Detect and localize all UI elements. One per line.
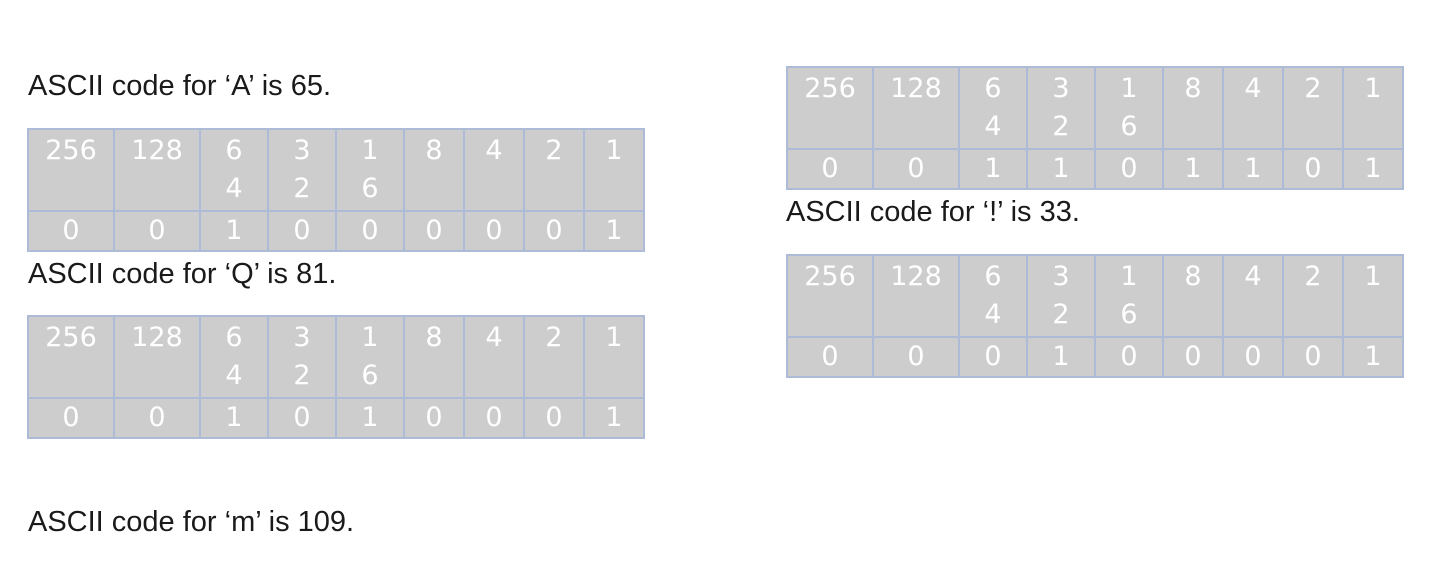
bit-cell: 1 (1162, 148, 1224, 190)
place-value-cell: 256 (27, 315, 115, 399)
bit-cell: 0 (1094, 336, 1164, 378)
bit-cell: 0 (1162, 336, 1224, 378)
caption-m: ASCII code for ‘m’ is 109. (28, 506, 355, 538)
place-value-cell: 256 (27, 128, 115, 212)
bit-cell: 0 (463, 210, 525, 252)
bit-cell: 0 (113, 210, 201, 252)
bit-cell: 1 (1342, 336, 1404, 378)
bit-cell: 0 (27, 397, 115, 439)
bit-cell: 0 (1222, 336, 1284, 378)
place-value-cell: 8 (403, 315, 465, 399)
place-value-cell: 256 (786, 254, 874, 338)
place-value-cell: 1 (583, 128, 645, 212)
bit-cell: 1 (1222, 148, 1284, 190)
place-value-cell: 128 (872, 254, 960, 338)
bit-cell: 0 (958, 336, 1028, 378)
bit-cell: 1 (958, 148, 1028, 190)
bit-cell: 0 (27, 210, 115, 252)
place-value-cell: 256 (786, 66, 874, 150)
place-value-cell: 2 (1282, 66, 1344, 150)
bit-cell: 0 (463, 397, 525, 439)
caption-a: ASCII code for ‘A’ is 65. (28, 70, 332, 102)
bit-cell: 0 (872, 148, 960, 190)
bit-cell: 0 (1282, 336, 1344, 378)
bit-cell: 1 (335, 397, 405, 439)
place-value-cell: 1 (583, 315, 645, 399)
bit-cell: 0 (1282, 148, 1344, 190)
bit-cell: 0 (786, 336, 874, 378)
place-value-cell: 4 (1222, 66, 1284, 150)
bit-cell: 0 (1094, 148, 1164, 190)
bit-cell: 0 (267, 210, 337, 252)
bit-cell: 1 (1342, 148, 1404, 190)
bit-cell: 0 (523, 210, 585, 252)
place-value-cell: 4 (463, 128, 525, 212)
bit-cell: 0 (113, 397, 201, 439)
place-value-cell: 128 (113, 315, 201, 399)
place-value-cell: 8 (403, 128, 465, 212)
caption-q: ASCII code for ‘Q’ is 81. (28, 258, 337, 290)
place-value-cell: 1 (1342, 66, 1404, 150)
bit-cell: 0 (786, 148, 874, 190)
place-value-cell: 1 (1342, 254, 1404, 338)
bit-cell: 0 (523, 397, 585, 439)
bit-cell: 0 (872, 336, 960, 378)
place-value-cell: 128 (113, 128, 201, 212)
place-value-cell: 8 (1162, 66, 1224, 150)
bit-cell: 1 (1026, 336, 1096, 378)
bit-cell: 1 (1026, 148, 1096, 190)
bit-cell: 1 (199, 210, 269, 252)
place-value-cell: 8 (1162, 254, 1224, 338)
place-value-cell: 4 (1222, 254, 1284, 338)
bit-cell: 0 (267, 397, 337, 439)
bit-cell: 1 (583, 397, 645, 439)
bit-cell: 0 (335, 210, 405, 252)
place-value-cell: 2 (1282, 254, 1344, 338)
bit-cell: 1 (583, 210, 645, 252)
place-value-cell: 2 (523, 315, 585, 399)
place-value-cell: 128 (872, 66, 960, 150)
place-value-cell: 2 (523, 128, 585, 212)
place-value-cell: 4 (463, 315, 525, 399)
bit-cell: 0 (403, 397, 465, 439)
caption-exclaim: ASCII code for ‘!’ is 33. (786, 196, 1080, 228)
bit-cell: 1 (199, 397, 269, 439)
bit-cell: 0 (403, 210, 465, 252)
